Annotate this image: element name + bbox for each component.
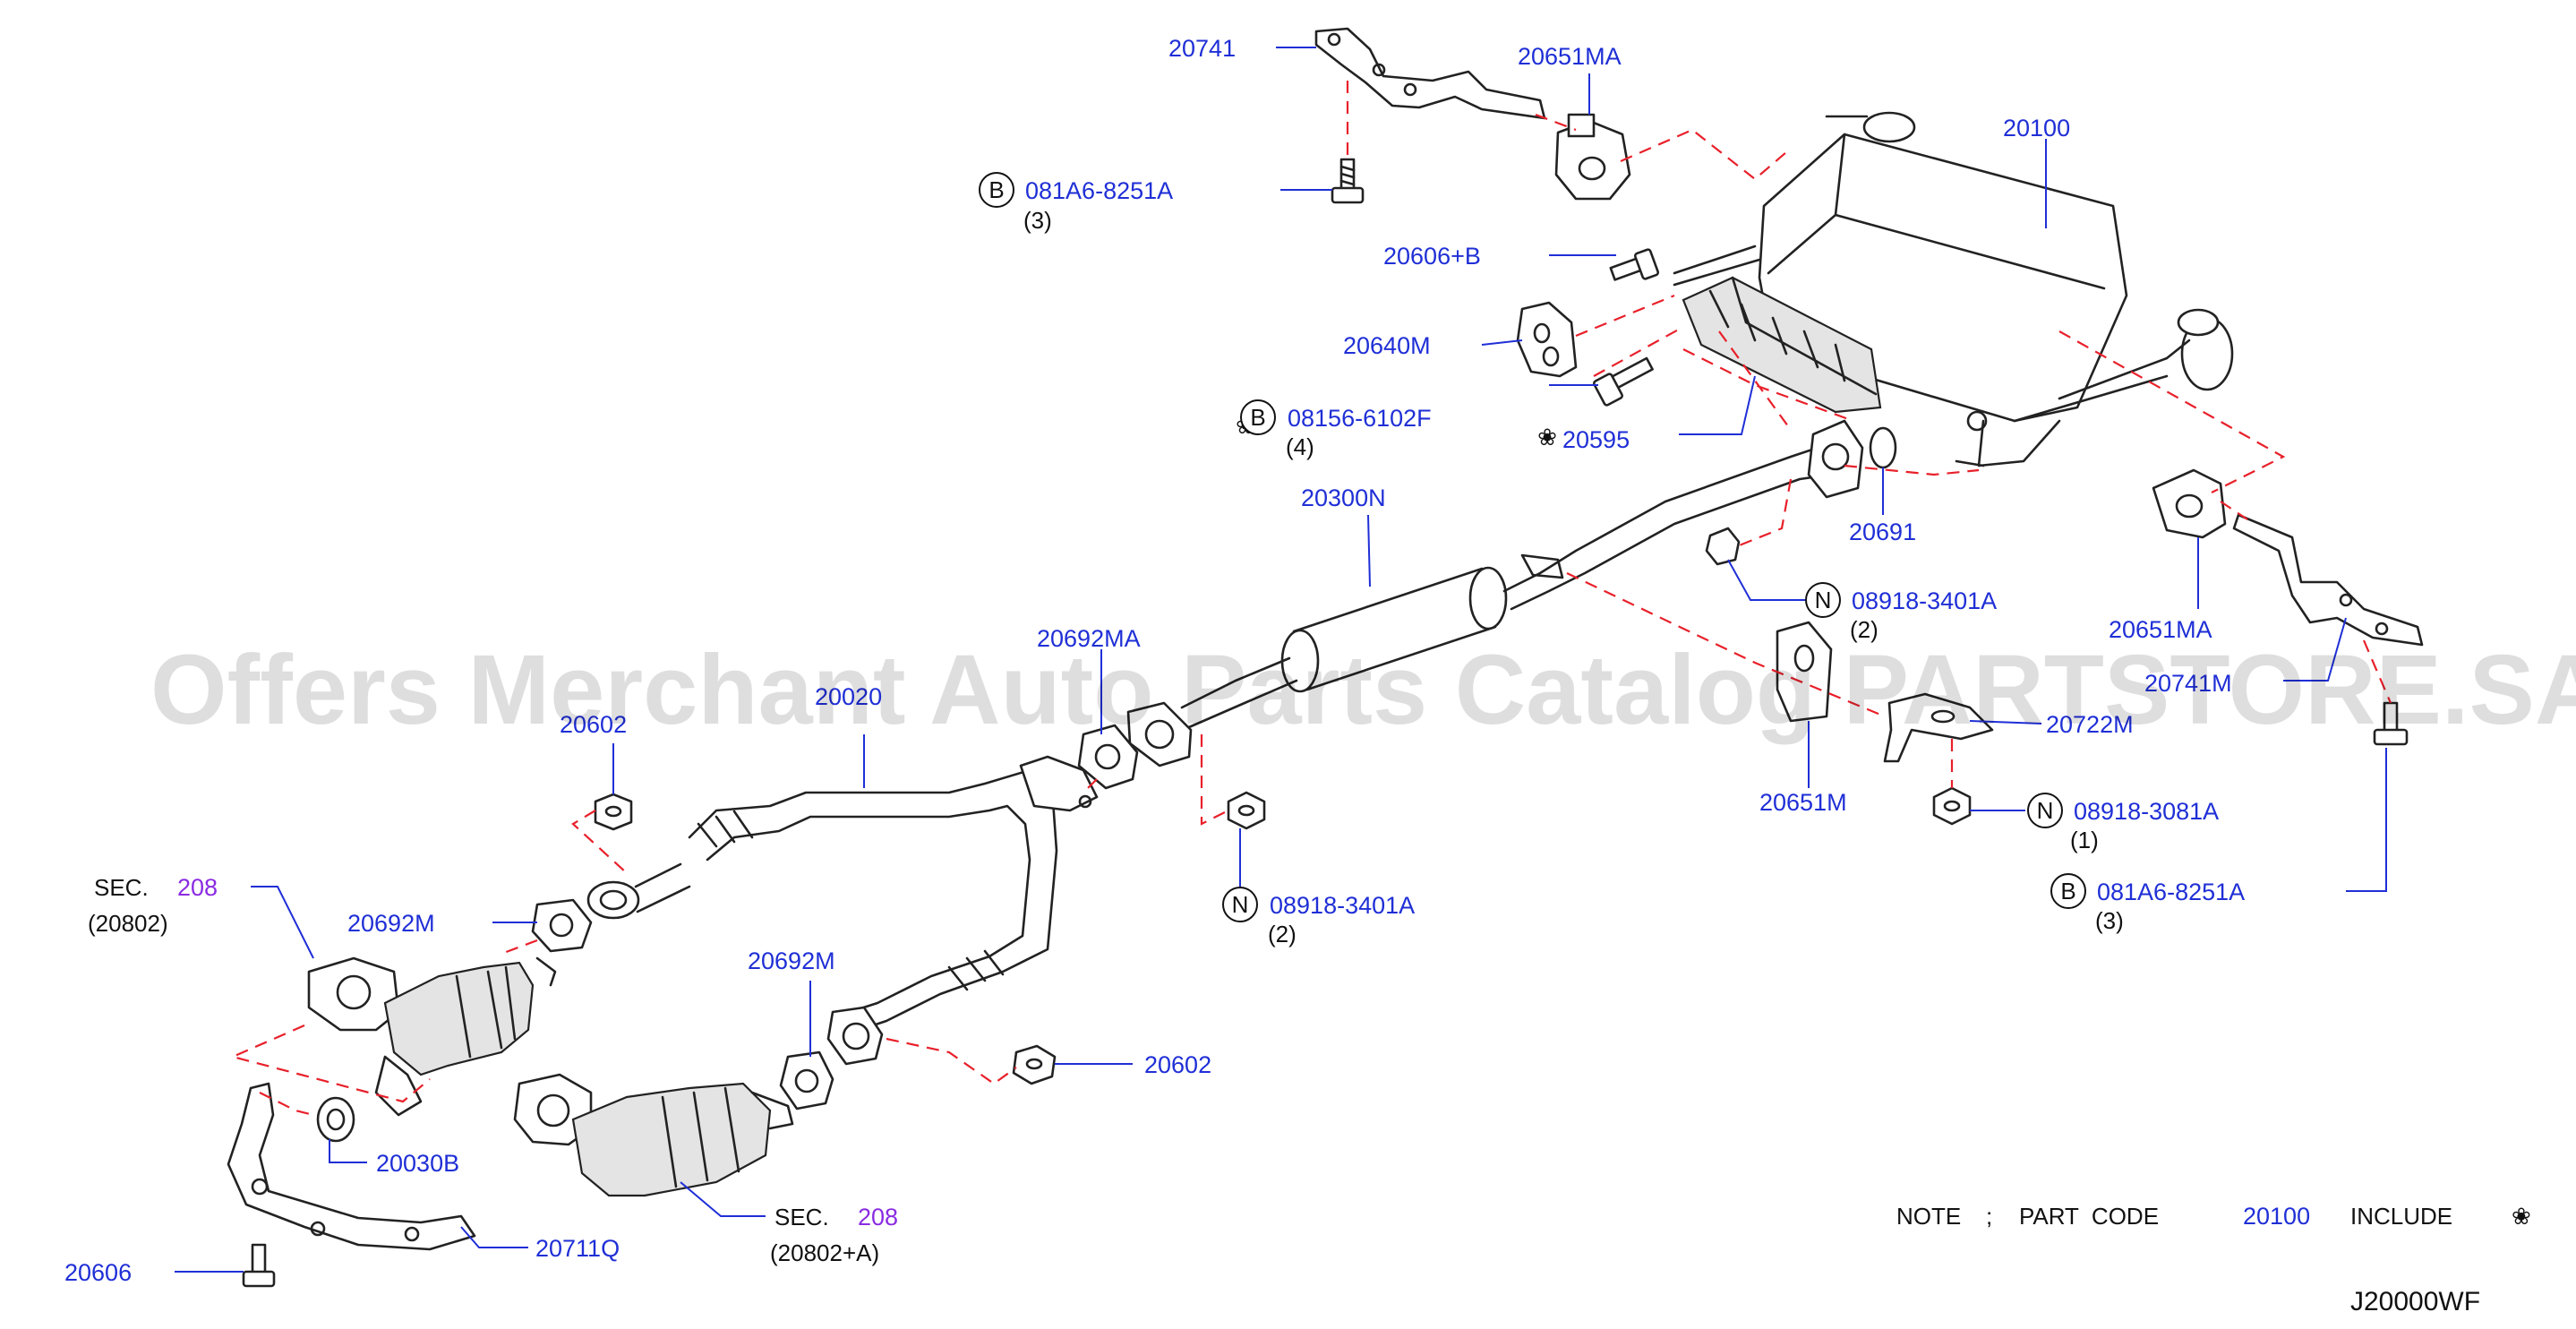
symbol-b-081a6-top: B bbox=[979, 172, 1014, 208]
svg-text:B: B bbox=[2060, 878, 2075, 905]
symbol-n-08918-3401a-low: N bbox=[1222, 887, 1258, 922]
note-line: NOTE ; PART CODE 20100 INCLUDE ❀ bbox=[1896, 1203, 2531, 1230]
qty-081a6-right: (3) bbox=[2095, 907, 2124, 934]
label-20692ma[interactable]: 20692MA bbox=[1037, 625, 1141, 652]
label-08156[interactable]: 08156-6102F bbox=[1288, 405, 1432, 432]
catalytic-converter-20802a bbox=[513, 1073, 794, 1197]
label-081a6-right[interactable]: 081A6-8251A bbox=[2097, 879, 2245, 905]
label-20692m-mid[interactable]: 20692M bbox=[748, 947, 835, 974]
rear-muffler-20100 bbox=[1673, 111, 2234, 467]
nut-08918-3081a bbox=[1932, 786, 1972, 826]
label-081a6-top[interactable]: 081A6-8251A bbox=[1025, 177, 1173, 204]
label-20741-right[interactable]: 20741M bbox=[2144, 670, 2232, 697]
label-08918-3401a-mid[interactable]: 08918-3401A bbox=[1852, 587, 1997, 614]
qty-08918-3401a-low: (2) bbox=[1268, 921, 1297, 947]
label-sec-left-prefix: SEC. bbox=[94, 874, 149, 901]
label-sec-left-number[interactable]: 208 bbox=[177, 874, 218, 901]
gasket-20692ma bbox=[1077, 701, 1193, 790]
front-y-pipe-20020 bbox=[688, 755, 1099, 1032]
symbol-n-08918-3081a: N bbox=[2027, 793, 2063, 828]
rubber-hanger-20651m bbox=[1776, 621, 1833, 723]
note-include-label: INCLUDE bbox=[2350, 1203, 2452, 1230]
svg-text:N: N bbox=[2037, 797, 2054, 824]
qty-08918-3081a: (1) bbox=[2070, 827, 2099, 853]
bolt-08156 bbox=[1593, 356, 1654, 407]
nut-20602-top bbox=[594, 793, 633, 831]
label-08918-3081a[interactable]: 08918-3081A bbox=[2074, 798, 2219, 825]
rubber-hanger-20640m bbox=[1516, 301, 1578, 378]
bracket-20741-right bbox=[2232, 513, 2424, 647]
diagram-code: J20000WF bbox=[2350, 1287, 2480, 1316]
label-20691[interactable]: 20691 bbox=[1849, 519, 1916, 545]
bracket-20711q bbox=[227, 1082, 476, 1251]
watermark: Offers Merchant Auto Parts Catalog PARTS… bbox=[150, 635, 2576, 745]
label-08918-3401a-low[interactable]: 08918-3401A bbox=[1270, 892, 1415, 919]
symbol-b-08156: B bbox=[1240, 399, 1276, 435]
svg-text:N: N bbox=[1232, 891, 1249, 918]
label-sec-low-prefix: SEC. bbox=[775, 1204, 829, 1230]
center-muffler-20300n bbox=[1180, 442, 1833, 729]
svg-text:B: B bbox=[1250, 404, 1265, 431]
nut-08918-3401a-mid bbox=[1705, 527, 1741, 566]
symbol-b-081a6-right: B bbox=[2050, 873, 2086, 909]
label-20595[interactable]: 20595 bbox=[1562, 426, 1630, 453]
label-20300n[interactable]: 20300N bbox=[1301, 484, 1386, 511]
label-20602-low[interactable]: 20602 bbox=[1144, 1051, 1211, 1078]
bolt-20606b bbox=[1609, 248, 1660, 281]
label-20640m[interactable]: 20640M bbox=[1343, 332, 1431, 359]
symbol-n-08918-3401a-mid: N bbox=[1805, 582, 1841, 618]
note-separator: ; bbox=[1986, 1203, 1992, 1230]
rubber-hanger-20651ma-right bbox=[2152, 468, 2227, 539]
bolt-20606 bbox=[242, 1243, 276, 1288]
nut-20602-low bbox=[1012, 1044, 1057, 1085]
label-20741[interactable]: 20741 bbox=[1168, 35, 1236, 62]
label-20692m-left[interactable]: 20692M bbox=[347, 910, 435, 937]
bolt-081a6-top bbox=[1331, 158, 1365, 204]
note-part-code[interactable]: 20100 bbox=[2243, 1203, 2310, 1230]
rubber-hanger-20651ma-top bbox=[1554, 113, 1631, 201]
label-20722m[interactable]: 20722M bbox=[2046, 711, 2134, 738]
assembly-dashed-lines bbox=[229, 81, 2392, 1117]
bracket-20722m bbox=[1883, 692, 1994, 763]
label-20651m[interactable]: 20651M bbox=[1759, 789, 1847, 816]
label-20100[interactable]: 20100 bbox=[2003, 115, 2070, 141]
qty-08918-3401a-mid: (2) bbox=[1850, 616, 1879, 643]
note-part-code-label: PART CODE bbox=[2019, 1203, 2159, 1230]
bracket-20741-top bbox=[1314, 27, 1546, 120]
label-20651ma-right[interactable]: 20651MA bbox=[2109, 616, 2212, 643]
nut-08918-3401a-low bbox=[1227, 791, 1266, 830]
label-20030b[interactable]: 20030B bbox=[376, 1150, 459, 1177]
label-20651ma-top[interactable]: 20651MA bbox=[1518, 43, 1622, 70]
nut-20030b bbox=[316, 1096, 355, 1143]
label-20602-top[interactable]: 20602 bbox=[560, 711, 627, 738]
label-20711q[interactable]: 20711Q bbox=[535, 1235, 620, 1262]
label-sec-left-sub: (20802) bbox=[88, 910, 168, 937]
gasket-20692m-left bbox=[531, 898, 593, 953]
catalytic-converter-20802 bbox=[307, 956, 557, 1117]
heat-shield-20595 bbox=[1682, 276, 1882, 414]
svg-text:N: N bbox=[1815, 587, 1832, 613]
gasket-20692m-mid bbox=[779, 1006, 884, 1110]
note-flower-symbol: ❀ bbox=[2512, 1203, 2531, 1230]
flange-ring-left bbox=[586, 862, 691, 920]
label-sec-low-sub: (20802+A) bbox=[770, 1239, 879, 1266]
leader-lines bbox=[175, 47, 2387, 1273]
label-20606b[interactable]: 20606+B bbox=[1383, 243, 1481, 270]
label-20020[interactable]: 20020 bbox=[815, 683, 882, 710]
svg-text:B: B bbox=[988, 176, 1004, 203]
label-sec-low-number[interactable]: 208 bbox=[858, 1204, 898, 1230]
label-20606[interactable]: 20606 bbox=[64, 1259, 132, 1286]
qty-081a6-top: (3) bbox=[1023, 207, 1052, 234]
qty-08156: (4) bbox=[1286, 433, 1314, 460]
flower-symbol-20595: ❀ bbox=[1537, 424, 1557, 450]
note-prefix: NOTE bbox=[1896, 1203, 1961, 1230]
